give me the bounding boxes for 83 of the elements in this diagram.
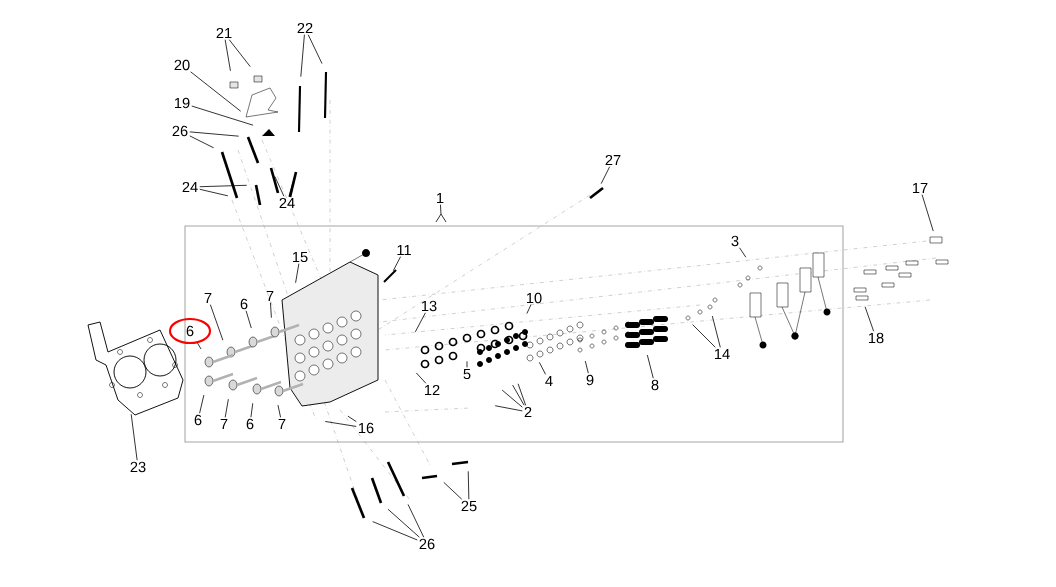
callout-number: 27	[605, 154, 621, 166]
leader-line	[295, 263, 300, 284]
callout-number: 7	[266, 290, 274, 302]
leader-line	[347, 415, 357, 422]
leader-line	[197, 342, 202, 350]
callout-number: 4	[545, 375, 553, 387]
leader-line	[199, 184, 248, 188]
leader-line	[512, 384, 525, 406]
leader-line	[199, 394, 205, 414]
leader-line	[921, 194, 934, 232]
leader-line	[526, 304, 532, 314]
leader-line	[224, 39, 231, 72]
leader-line	[466, 360, 468, 368]
leader-line	[245, 310, 252, 329]
leader-line	[467, 470, 470, 500]
leader-line	[584, 360, 589, 374]
leader-line	[307, 34, 323, 64]
leader-line	[189, 135, 215, 149]
leader-line	[199, 188, 229, 197]
callout-number: 21	[216, 27, 232, 39]
leader-line	[494, 405, 523, 412]
leader-line	[324, 421, 357, 427]
callout-number: 24	[279, 197, 295, 209]
callout-number: 7	[278, 418, 286, 430]
callout-number: 15	[292, 251, 308, 263]
callout-number: 11	[397, 244, 411, 256]
callout-number: 25	[461, 500, 477, 512]
callout-number: 12	[424, 384, 440, 396]
leader-line	[250, 402, 254, 418]
leader-line	[209, 304, 224, 341]
leader-line	[392, 256, 401, 272]
leader-line	[189, 131, 240, 137]
leader-line	[274, 176, 285, 197]
callout-number: 7	[220, 418, 228, 430]
callout-number: 9	[586, 374, 594, 386]
callout-number: 1	[437, 192, 444, 204]
callout-number: 3	[731, 235, 739, 247]
leader-line	[190, 71, 242, 112]
leader-line	[414, 312, 426, 333]
leader-line	[600, 166, 611, 185]
leader-line	[864, 306, 875, 332]
callout-number: 6	[194, 414, 202, 426]
callout-number: 20	[174, 59, 190, 71]
callout-number: 22	[297, 22, 313, 34]
leader-line	[372, 521, 418, 541]
leader-line	[538, 361, 546, 375]
leader-line	[224, 398, 229, 418]
callout-number: 26	[419, 538, 435, 550]
callout-number: 5	[463, 368, 471, 380]
leader-line	[130, 413, 138, 461]
leader-line	[228, 39, 251, 68]
leader-line	[443, 482, 463, 500]
callout-number: 26	[172, 125, 188, 137]
leader-line	[191, 105, 254, 126]
leader-line	[692, 324, 716, 348]
leader-line	[288, 180, 294, 197]
callout-number: 6	[240, 298, 248, 310]
callout-number: 6	[246, 418, 254, 430]
callout-number: 10	[526, 292, 542, 304]
callout-number: 13	[421, 300, 437, 312]
leader-line	[407, 504, 425, 538]
leader-line	[270, 302, 272, 319]
bracket	[435, 204, 447, 223]
leader-line	[300, 34, 305, 78]
leader-line	[501, 389, 523, 408]
leader-line	[739, 247, 747, 258]
leader-line	[646, 354, 654, 379]
leader-line	[517, 383, 527, 406]
callout-number: 24	[182, 181, 198, 193]
callout-number: 19	[174, 97, 190, 109]
callout-number: 7	[204, 292, 212, 304]
callout-number: 17	[912, 182, 928, 194]
callout-number: 23	[130, 461, 146, 473]
callout-number: 18	[868, 332, 884, 344]
leader-line	[277, 404, 281, 418]
callout-number: 14	[714, 348, 730, 360]
leader-line	[387, 508, 420, 538]
callout-number: 16	[358, 422, 374, 434]
leader-line	[415, 372, 427, 384]
highlighted-callout-number: 6	[168, 317, 212, 345]
leader-line	[711, 315, 721, 348]
callout-number: 8	[651, 379, 659, 391]
callout-number: 2	[524, 406, 532, 418]
